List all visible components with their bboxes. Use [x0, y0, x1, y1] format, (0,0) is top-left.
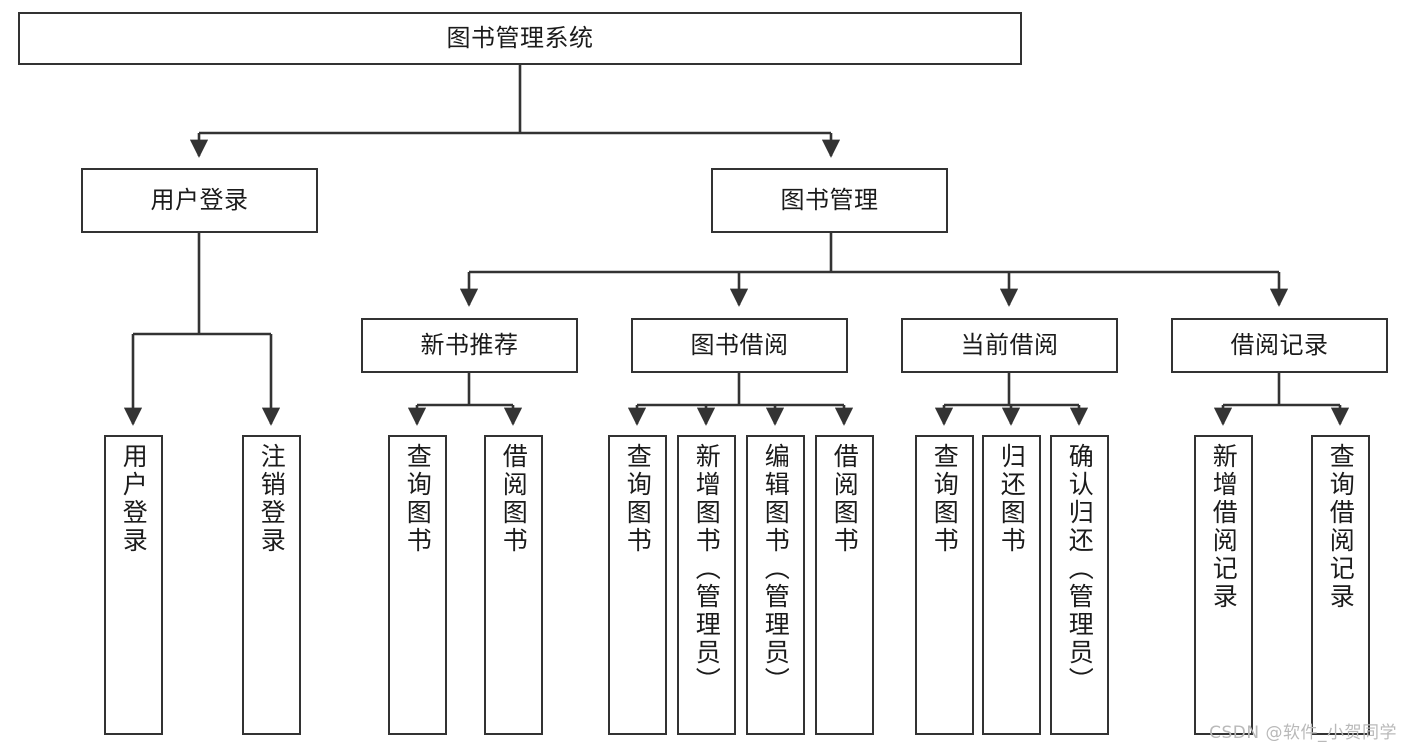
node-book-management[interactable]: 图书管理: [711, 168, 948, 233]
node-label: 用户登录: [150, 186, 249, 215]
node-label: 确认归还（管理员）: [1065, 443, 1095, 695]
node-label: 图书管理: [780, 186, 879, 215]
leaf-borrow-add-book-admin[interactable]: 新增图书（管理员）: [677, 435, 736, 735]
node-new-book-recommend[interactable]: 新书推荐: [361, 318, 578, 373]
leaf-current-confirm-return-admin[interactable]: 确认归还（管理员）: [1050, 435, 1109, 735]
node-label: 借阅图书: [830, 443, 860, 555]
node-label: 查询借阅记录: [1326, 443, 1356, 611]
leaf-user-login-logout[interactable]: 注销登录: [242, 435, 301, 735]
node-root-system[interactable]: 图书管理系统: [18, 12, 1022, 65]
node-label: 查询图书: [930, 443, 960, 555]
leaf-borrow-borrow-book[interactable]: 借阅图书: [815, 435, 874, 735]
node-label: 查询图书: [623, 443, 653, 555]
leaf-current-query-book[interactable]: 查询图书: [915, 435, 974, 735]
leaf-record-query-record[interactable]: 查询借阅记录: [1311, 435, 1370, 735]
node-label: 用户登录: [119, 443, 149, 555]
node-label: 图书管理系统: [446, 24, 594, 53]
leaf-recommend-query-book[interactable]: 查询图书: [388, 435, 447, 735]
leaf-recommend-borrow-book[interactable]: 借阅图书: [484, 435, 543, 735]
leaf-record-add-record[interactable]: 新增借阅记录: [1194, 435, 1253, 735]
node-label: 注销登录: [257, 443, 287, 555]
leaf-user-login-login[interactable]: 用户登录: [104, 435, 163, 735]
node-label: 借阅记录: [1230, 331, 1329, 360]
node-borrow-record[interactable]: 借阅记录: [1171, 318, 1388, 373]
node-label: 归还图书: [997, 443, 1027, 555]
node-book-borrow[interactable]: 图书借阅: [631, 318, 848, 373]
leaf-borrow-edit-book-admin[interactable]: 编辑图书（管理员）: [746, 435, 805, 735]
node-label: 借阅图书: [499, 443, 529, 555]
leaf-borrow-query-book[interactable]: 查询图书: [608, 435, 667, 735]
node-label: 当前借阅: [960, 331, 1059, 360]
node-label: 新书推荐: [420, 331, 519, 360]
node-label: 查询图书: [403, 443, 433, 555]
node-label: 新增图书（管理员）: [692, 443, 722, 695]
node-label: 图书借阅: [690, 331, 789, 360]
node-label: 新增借阅记录: [1209, 443, 1239, 611]
node-user-login[interactable]: 用户登录: [81, 168, 318, 233]
leaf-current-return-book[interactable]: 归还图书: [982, 435, 1041, 735]
node-label: 编辑图书（管理员）: [761, 443, 791, 695]
node-current-borrow[interactable]: 当前借阅: [901, 318, 1118, 373]
